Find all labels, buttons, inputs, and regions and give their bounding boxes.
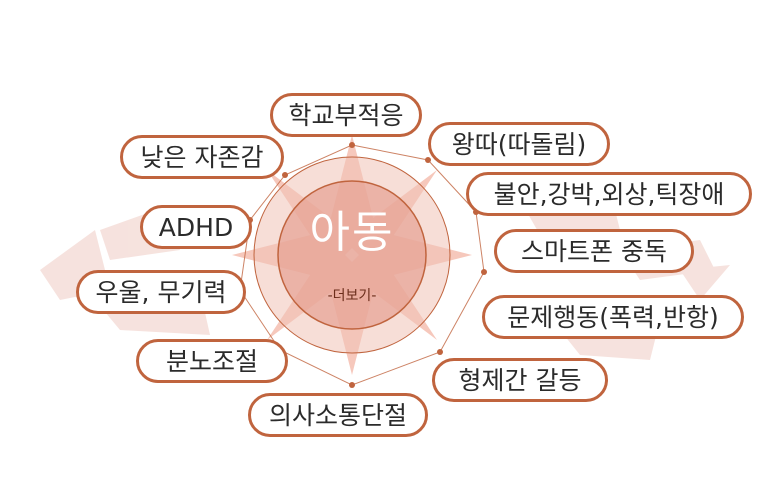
node-sibling-conflict[interactable]: 형제간 갈등 (432, 358, 608, 402)
node-low-self-esteem[interactable]: 낮은 자존감 (120, 135, 284, 179)
node-bullying[interactable]: 왕따(따돌림) (428, 122, 610, 166)
center-title: 아동 (309, 207, 395, 258)
node-anxiety-ocd-trauma-tic[interactable]: 불안,강박,외상,틱장애 (466, 172, 752, 216)
node-smartphone-addiction[interactable]: 스마트폰 중독 (494, 229, 694, 273)
node-adhd[interactable]: ADHD (140, 205, 252, 249)
node-depression-lethargy[interactable]: 우울, 무기력 (76, 270, 246, 314)
node-problem-behavior[interactable]: 문제행동(폭력,반항) (482, 295, 744, 339)
node-anger-control[interactable]: 분노조절 (136, 339, 288, 383)
node-communication-breakdown[interactable]: 의사소통단절 (248, 393, 428, 437)
center-circle (253, 156, 451, 354)
more-link[interactable]: -더보기- (327, 288, 377, 304)
node-school-maladjustment[interactable]: 학교부적응 (270, 93, 422, 137)
